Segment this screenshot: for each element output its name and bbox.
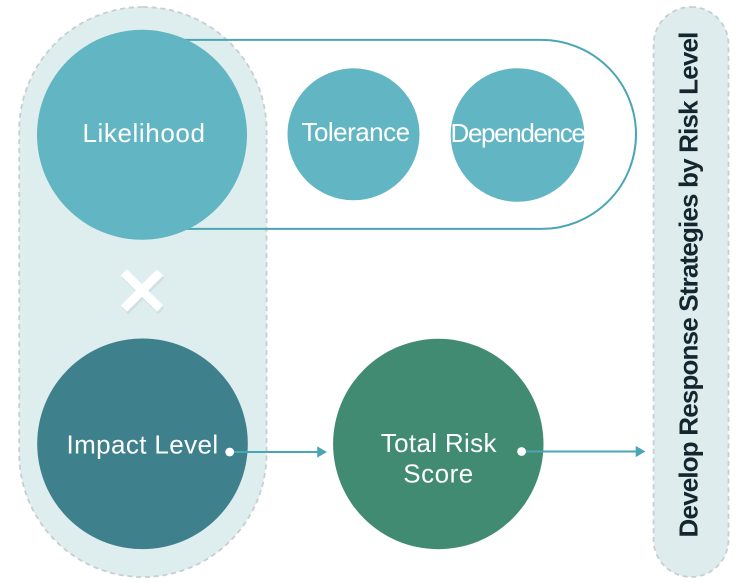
svg-text:Impact Level: Impact Level: [67, 430, 219, 460]
svg-text:Develop Response Strategies by: Develop Response Strategies by Risk Leve…: [674, 33, 704, 538]
svg-text:Total Risk: Total Risk: [381, 428, 498, 458]
svg-text:Score: Score: [403, 458, 473, 488]
svg-text:Likelihood: Likelihood: [83, 118, 206, 148]
svg-text:Dependence: Dependence: [451, 118, 586, 148]
svg-text:Tolerance: Tolerance: [301, 117, 409, 147]
